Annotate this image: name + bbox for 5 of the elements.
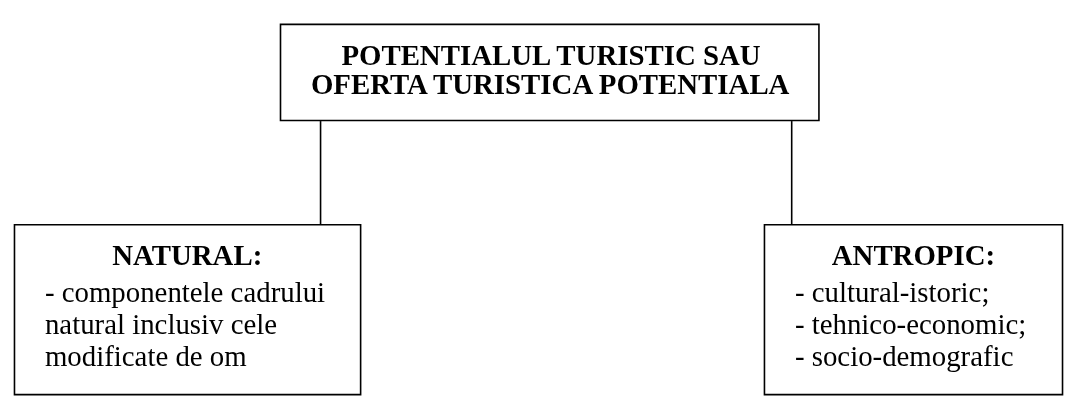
node-box: NATURAL: - componentele cadrului natural inclusiv cele modificate de om <box>13 223 362 395</box>
node-box: POTENTIALUL TURISTIC SAU OFERTA TURISTICA POTENTIALA <box>279 23 820 121</box>
connector <box>790 119 793 225</box>
connector <box>319 119 322 225</box>
node-box: ANTROPIC: - cultural-istoric; - tehnico-economic; - socio-demografic <box>763 223 1064 395</box>
